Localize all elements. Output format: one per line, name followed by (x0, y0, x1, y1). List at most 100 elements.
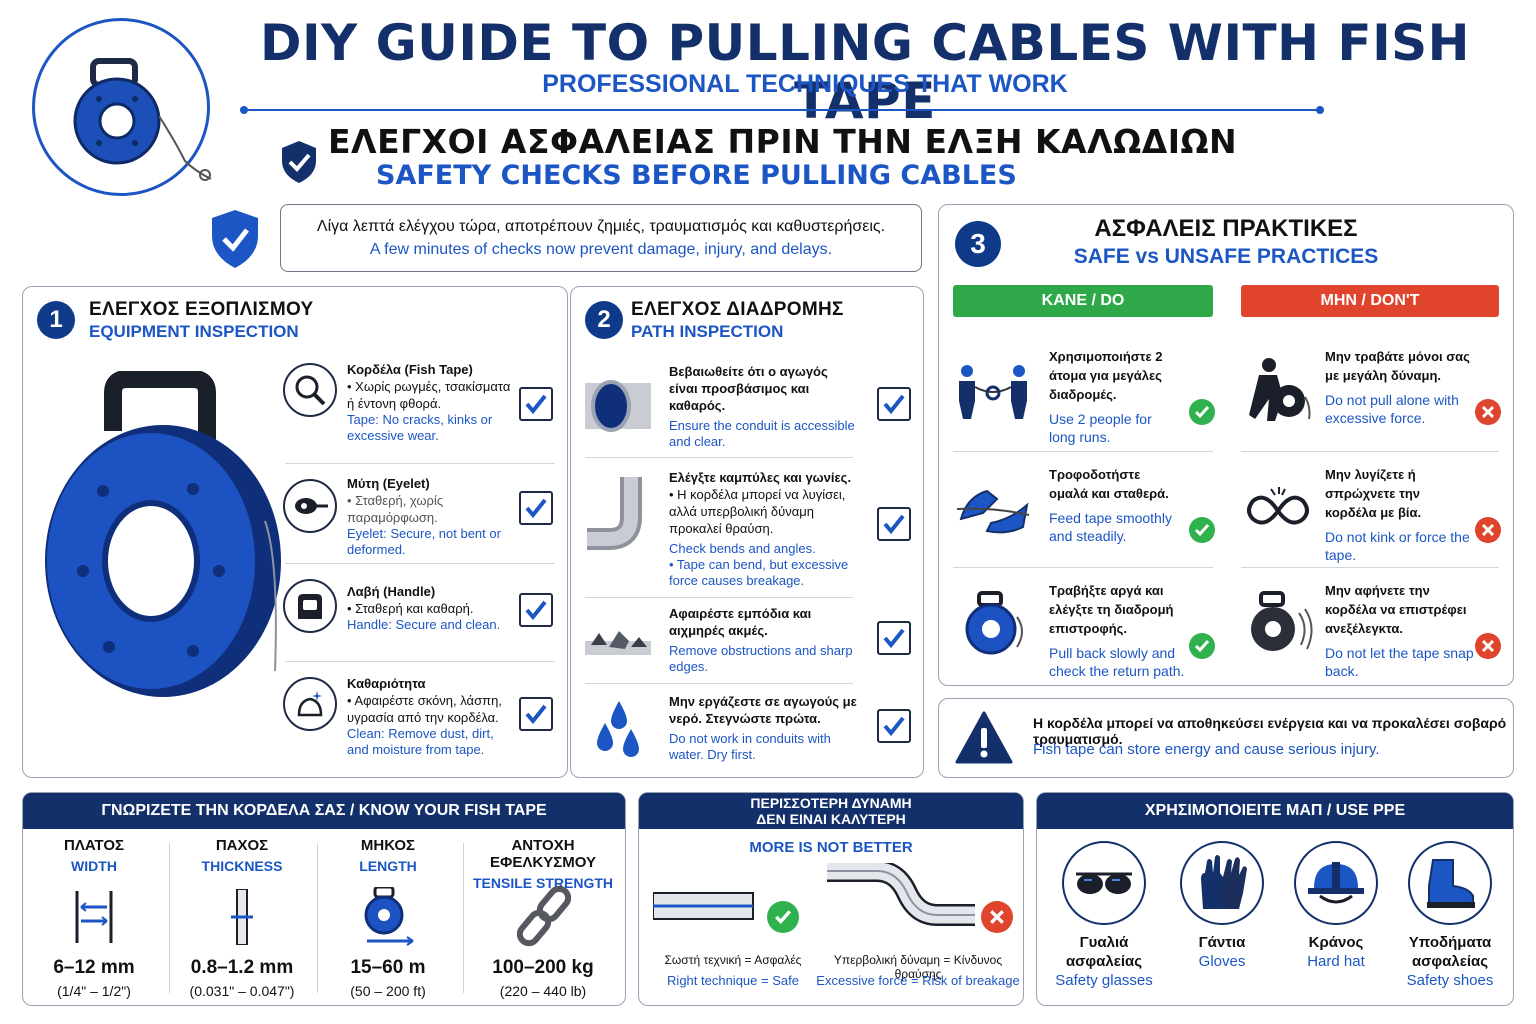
magnifier-icon (283, 363, 337, 417)
warning-gr: Η κορδέλα μπορεί να αποθηκεύσει ενέργεια… (1033, 715, 1507, 747)
equipment-item-eyelet: Μύτη (Eyelet) • Σταθερή, χωρίς παραμόρφω… (283, 475, 563, 565)
length-icon (361, 885, 417, 947)
ppe-item-shoes: Υποδήματα ασφαλείας Safety shoes (1395, 841, 1505, 990)
equipment-item-title: Μύτη (Eyelet) (347, 476, 430, 491)
do-row-1: Χρησιμοποιήστε 2 άτομα για μεγάλες διαδρ… (953, 337, 1215, 445)
force-card: ΠΕΡΙΣΣΟΤΕΡΗ ΔΥΝΑΜΗ ΔΕΝ ΕΙΝΑΙ ΚΑΛΥΤΕΡΗ MO… (638, 792, 1024, 1006)
dont-row-3: Μην αφήνετε την κορδέλα να επιστρέφει αν… (1241, 571, 1503, 679)
equipment-item-en-label: Eyelet: (347, 526, 387, 541)
ppe-gr: Γάντια (1198, 934, 1246, 951)
separator (953, 451, 1213, 452)
do-en: Use 2 people for long runs. (1049, 411, 1152, 445)
bend-icon (587, 477, 653, 559)
excessive-force-illustration (827, 860, 977, 933)
checkbox-clean[interactable] (519, 697, 553, 731)
spec-gr: ΠΛΑΤΟΣ (64, 837, 124, 854)
equipment-item-handle: Λαβή (Handle) • Σταθερή και καθαρή. Hand… (283, 579, 563, 659)
spec-sub: (50 – 200 ft) (350, 983, 426, 999)
separator (285, 661, 555, 662)
equipment-item-en-label: Handle: (347, 617, 392, 632)
force-wrong-gr: Υπερβολική δύναμη = Κίνδυνος θραύσης (833, 953, 1003, 981)
dont-en: Do not pull alone with excessive force. (1325, 392, 1459, 426)
path-item-gr: Βεβαιωθείτε ότι ο αγωγός είναι προσβάσιμ… (669, 364, 828, 413)
kink-loop-icon (1245, 483, 1311, 529)
spec-en: LENGTH (359, 858, 417, 874)
equipment-item-title: Λαβή (Handle) (347, 584, 436, 599)
page-subtitle: PROFESSIONAL TECHNIQUES THAT WORK (542, 70, 1068, 98)
checkbox-obstructions[interactable] (877, 621, 911, 655)
ok-check-icon (1189, 517, 1215, 543)
spec-sub: (220 – 440 lb) (499, 983, 587, 999)
dont-row-2: Μην λυγίζετε ή σπρώχνετε την κορδέλα με … (1241, 455, 1503, 565)
dont-gr: Μην τραβάτε μόνοι σας με μεγάλη δύναμη. (1325, 349, 1470, 383)
separator (1241, 451, 1499, 452)
separator (285, 563, 555, 564)
dont-gr: Μην λυγίζετε ή σπρώχνετε την κορδέλα με … (1325, 467, 1422, 520)
do-header: ΚΑΝΕ / DO (953, 285, 1213, 317)
spec-gr: ΜΗΚΟΣ (360, 837, 416, 854)
dont-gr: Μην αφήνετε την κορδέλα να επιστρέφει αν… (1325, 583, 1467, 636)
path-item-gr: Ελέγξτε καμπύλες και γωνίες. (669, 470, 852, 485)
force-title-line1: ΠΕΡΙΣΣΟΤΕΡΗ ΔΥΝΑΜΗ (750, 795, 912, 811)
debris-icon (585, 617, 651, 657)
spec-value: 15–60 m (350, 957, 426, 978)
force-right-en: Right technique = Safe (667, 973, 799, 988)
handle-icon (283, 579, 337, 633)
checkbox-conduit[interactable] (877, 387, 911, 421)
ok-check-icon (767, 901, 799, 933)
no-cross-icon (1475, 633, 1501, 659)
page-title: DIY GUIDE TO PULLING CABLES WITH FISH TA… (259, 14, 1471, 130)
path-item-conduit: Βεβαιωθείτε ότι ο αγωγός είναι προσβάσιμ… (585, 361, 915, 449)
safety-shoes-icon (1408, 841, 1492, 925)
water-drops-icon (595, 699, 645, 759)
spec-divider (169, 843, 170, 993)
thickness-icon (229, 888, 255, 946)
path-item-gr: Μην εργάζεστε σε αγωγούς με νερό. Στεγνώ… (669, 694, 857, 726)
spec-tensile: ΑΝΤΟΧΗ ΕΦΕΛΚΥΣΜΟΥ TENSILE STRENGTH 100–2… (465, 837, 621, 999)
spec-gr: ΑΝΤΟΧΗ ΕΦΕΛΚΥΣΜΟΥ (490, 837, 596, 871)
checkbox-tape[interactable] (519, 387, 553, 421)
header-divider (244, 109, 1320, 111)
ppe-item-gloves: Γάντια Gloves (1167, 841, 1277, 971)
eyelet-icon (283, 479, 337, 533)
path-number: 2 (585, 301, 623, 339)
do-row-2: Τροφοδοτήστε ομαλά και σταθερά. Feed tap… (953, 455, 1215, 565)
shield-check-icon (208, 208, 262, 270)
hard-hat-icon (1294, 841, 1378, 925)
width-icon (71, 889, 117, 945)
equipment-title-en: EQUIPMENT INSPECTION (89, 322, 299, 341)
two-people-icon (953, 363, 1033, 419)
snap-back-icon (1249, 591, 1315, 657)
path-item-en: Ensure the conduit is accessible and cle… (669, 418, 855, 449)
ppe-title: ΧΡΗΣΙΜΟΠΟΙΕΙΤΕ ΜΑΠ / USE PPE (1037, 793, 1513, 829)
gloves-icon (1180, 841, 1264, 925)
no-cross-icon (1475, 399, 1501, 425)
spec-divider (463, 843, 464, 993)
checkbox-eyelet[interactable] (519, 491, 553, 525)
spec-width: ΠΛΑΤΟΣ WIDTH 6–12 mm (1/4" – 1/2") (19, 837, 169, 999)
equipment-item-gr: • Αφαιρέστε σκόνη, λάσπη, υγρασία από τη… (347, 693, 502, 725)
ok-check-icon (1189, 633, 1215, 659)
ppe-en: Safety shoes (1406, 972, 1494, 989)
equipment-number: 1 (37, 301, 75, 339)
no-cross-icon (1475, 517, 1501, 543)
force-title-line2: ΔΕΝ ΕΙΝΑΙ ΚΑΛΥΤΕΡΗ (756, 811, 906, 827)
section-title-gr: ΕΛΕΓΧΟΙ ΑΣΦΑΛΕΙΑΣ ΠΡΙΝ ΤΗΝ ΕΛΞΗ ΚΑΛΩΔΙΩΝ (328, 122, 1238, 161)
cleaning-icon (283, 677, 337, 731)
do-en: Feed tape smoothly and steadily. (1049, 510, 1172, 544)
spec-value: 100–200 kg (492, 957, 594, 978)
path-title-gr: ΕΛΕΓΧΟΣ ΔΙΑΔΡΟΜΗΣ (631, 299, 844, 320)
separator (1241, 567, 1499, 568)
checkbox-handle[interactable] (519, 593, 553, 627)
equipment-item-en: No cracks, kinks or excessive wear. (347, 412, 493, 443)
dont-row-1: Μην τραβάτε μόνοι σας με μεγάλη δύναμη. … (1241, 337, 1503, 445)
checkbox-water[interactable] (877, 709, 911, 743)
equipment-item-en-label: Tape: (347, 412, 379, 427)
checkbox-bends[interactable] (877, 507, 911, 541)
do-row-3: Τραβήξτε αργά και ελέγξτε τη διαδρομή επ… (953, 571, 1215, 679)
spec-value: 0.8–1.2 mm (190, 957, 294, 978)
equipment-title-gr: ΕΛΕΓΧΟΣ ΕΞΟΠΛΙΣΜΟΥ (89, 299, 314, 320)
section-title-en: SAFETY CHECKS BEFORE PULLING CABLES (376, 160, 1017, 191)
equipment-item-en-label: Clean: (347, 726, 385, 741)
ppe-en: Safety glasses (1055, 972, 1153, 989)
